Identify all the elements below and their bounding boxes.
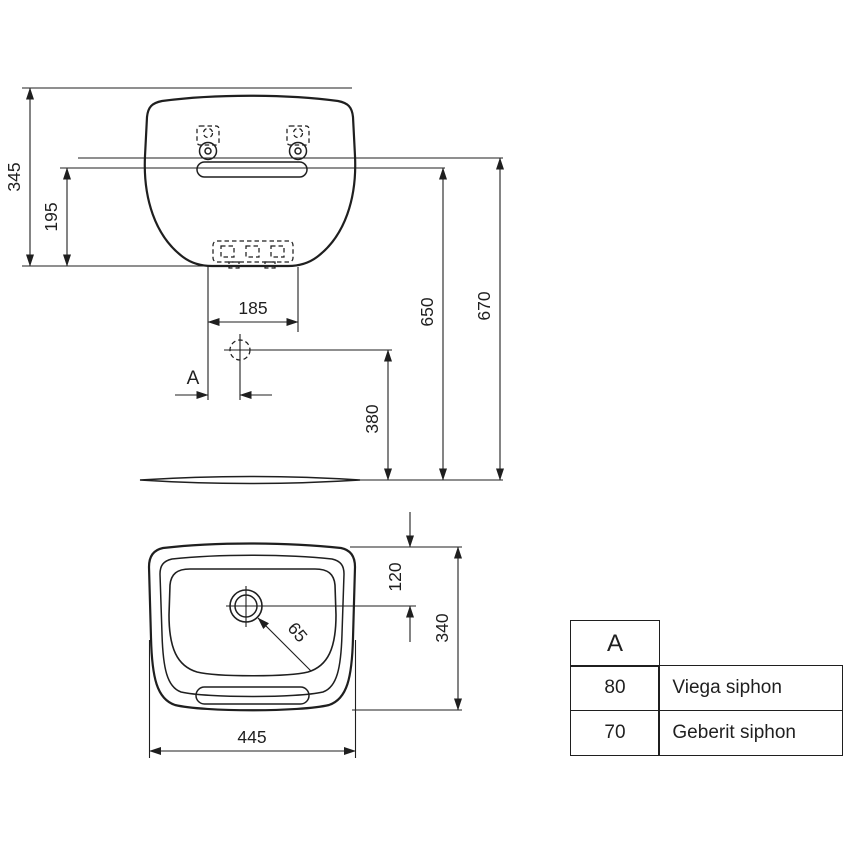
dim-380-label: 380 — [362, 404, 382, 433]
dim-380: 380 — [362, 349, 392, 481]
dim-185-label: 185 — [238, 298, 267, 318]
tap-hole — [226, 586, 416, 627]
fixing-hole-right — [286, 125, 310, 161]
basin-rim-inner — [159, 554, 345, 698]
dim-185: 185 — [207, 267, 299, 400]
front-ledge — [195, 686, 310, 705]
dim-195: 195 — [41, 167, 71, 267]
dim-670-label: 670 — [474, 291, 494, 320]
dim-120-label: 120 — [385, 562, 405, 591]
basin-top-outline — [147, 542, 357, 712]
dim-650: 650 — [417, 167, 447, 481]
dim-340: 340 — [352, 546, 462, 711]
siphon-value-cell: 70 — [570, 709, 660, 756]
siphon-table-header: A — [570, 620, 660, 667]
siphon-table: A 80 Viega siphon 70 Geberit siphon — [570, 620, 844, 756]
dim-345: 345 — [4, 87, 352, 267]
dim-65-label: 65 — [284, 618, 312, 646]
dim-65: 65 — [257, 617, 312, 672]
front-view: 345 195 185 A 380 650 — [4, 87, 504, 485]
table-row: 80 Viega siphon — [570, 665, 844, 712]
dim-195-label: 195 — [41, 202, 61, 231]
basin-bowl — [168, 568, 337, 677]
dim-A-label: A — [187, 368, 200, 389]
dim-340-label: 340 — [432, 613, 452, 642]
basin-front-outline — [143, 94, 357, 268]
siphon-label-cell: Viega siphon — [658, 665, 844, 712]
floor-line — [139, 475, 361, 485]
dim-445-label: 445 — [237, 727, 266, 747]
dim-445: 445 — [148, 640, 357, 758]
siphon-value-cell: 80 — [570, 665, 660, 712]
rim-slot — [196, 161, 308, 178]
dim-670: 670 — [474, 157, 504, 481]
dim-120: 120 — [350, 512, 462, 642]
waste-outlet — [224, 334, 392, 400]
bottom-bracket-hidden-detail — [212, 240, 294, 269]
top-view: 65 120 340 445 — [147, 512, 462, 758]
siphon-label-cell: Geberit siphon — [658, 709, 844, 756]
fixing-hole-left — [196, 125, 220, 161]
dim-650-label: 650 — [417, 297, 437, 326]
dim-A: A — [175, 368, 272, 399]
dim-345-label: 345 — [4, 162, 24, 191]
table-row: 70 Geberit siphon — [570, 709, 844, 756]
